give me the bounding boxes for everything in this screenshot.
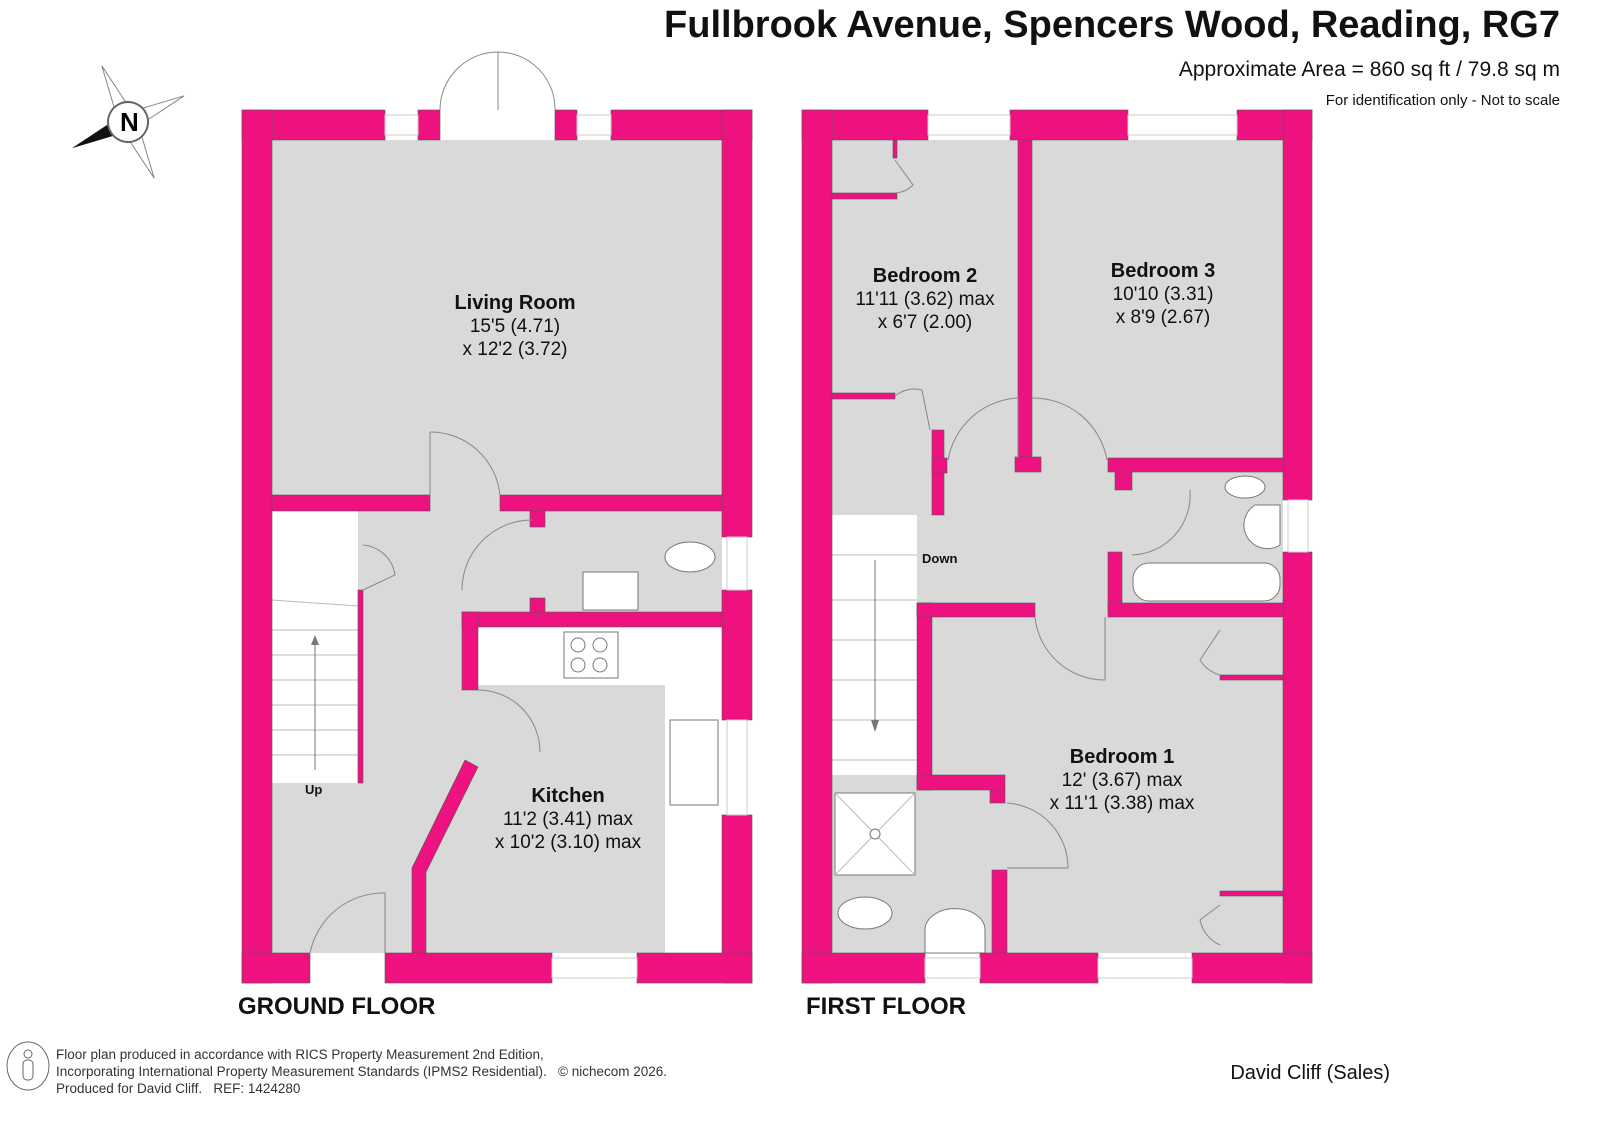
footer-line: Incorporating International Property Mea… — [56, 1064, 547, 1079]
first-floor-label: FIRST FLOOR — [806, 993, 966, 1020]
property-title: Fullbrook Avenue, Spencers Wood, Reading… — [664, 4, 1560, 46]
ground-floor-label: GROUND FLOOR — [238, 993, 436, 1020]
room-name: Bedroom 3 — [1110, 260, 1216, 282]
toilet-icon — [837, 896, 893, 930]
footer-notes: Floor plan produced in accordance with R… — [56, 1046, 667, 1097]
basin-icon — [1243, 504, 1281, 550]
basin-icon — [582, 571, 639, 611]
approximate-area: Approximate Area = 860 sq ft / 79.8 sq m — [1178, 58, 1560, 81]
hob-icon — [563, 631, 619, 679]
toilet-icon — [1224, 475, 1266, 499]
svg-text:N: N — [120, 107, 139, 137]
room-name: Bedroom 1 — [1069, 746, 1175, 768]
room-dimension: x 12'2 (3.72) — [462, 339, 568, 360]
room-bedroom-3: Bedroom 3 10'10 (3.31) x 8'9 (2.67) — [1111, 260, 1215, 329]
room-name: Living Room — [454, 292, 576, 314]
room-dimension: x 8'9 (2.67) — [1115, 307, 1211, 328]
stairs-down-label: Down — [922, 551, 958, 566]
room-bedroom-1: Bedroom 1 12' (3.67) max x 11'1 (3.38) m… — [1050, 746, 1195, 815]
room-bedroom-2: Bedroom 2 11'11 (3.62) max x 6'7 (2.00) — [855, 265, 994, 334]
room-dimension: x 11'1 (3.38) max — [1049, 793, 1195, 814]
room-dimension: 11'11 (3.62) max — [855, 289, 995, 310]
ground-floor-plan — [241, 51, 753, 984]
compass-icon: N — [71, 65, 185, 179]
room-dimension: x 6'7 (2.00) — [877, 312, 973, 333]
room-dimension: 15'5 (4.71) — [469, 316, 561, 337]
stairs-up-label: Up — [305, 782, 323, 797]
room-kitchen: Kitchen 11'2 (3.41) max x 10'2 (3.10) ma… — [495, 785, 641, 854]
basin-icon — [924, 908, 986, 954]
reference-number: REF: 1424280 — [213, 1081, 301, 1096]
footer-line: Produced for David Cliff. — [56, 1081, 203, 1096]
room-name: Kitchen — [531, 785, 605, 807]
room-dimension: 12' (3.67) max — [1061, 770, 1183, 791]
room-dimension: 10'10 (3.31) — [1112, 284, 1214, 305]
room-name: Bedroom 2 — [872, 265, 978, 287]
identification-note: For identification only - Not to scale — [1325, 92, 1560, 109]
first-floor-plan — [801, 109, 1313, 984]
person-scale-icon — [6, 1041, 50, 1091]
toilet-icon — [664, 541, 716, 573]
room-living-room: Living Room 15'5 (4.71) x 12'2 (3.72) — [454, 292, 575, 361]
room-dimension: 11'2 (3.41) max — [502, 809, 634, 830]
bath-icon — [1132, 562, 1281, 602]
sink-icon — [669, 719, 719, 806]
footer-line: Floor plan produced in accordance with R… — [56, 1047, 544, 1062]
room-dimension: x 10'2 (3.10) max — [494, 832, 642, 853]
agent-name: David Cliff (Sales) — [1230, 1062, 1390, 1084]
copyright: © nichecom 2026. — [558, 1064, 668, 1079]
